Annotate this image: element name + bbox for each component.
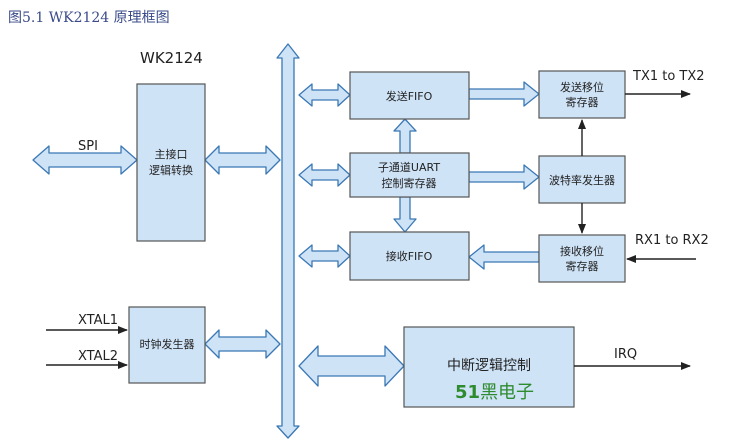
chip-title: WK2124 [140,49,203,67]
tx-fifo-label: 发送FIFO [386,89,433,103]
uart-ctrl-label-2: 控制寄存器 [382,176,437,190]
bus-ctrl-arrow [298,163,351,187]
bus-irq-arrow [298,345,405,387]
clock-block [128,306,206,384]
tx-shift-block [538,70,626,119]
tx-shift-label-1: 发送移位 [560,80,604,94]
bus-rxfifo-arrow [298,244,351,268]
rxshift-rxfifo-arrow [468,244,540,270]
baud-block [538,155,626,204]
tx-fifo-block [349,71,470,120]
clock-bus-arrow [204,329,281,359]
tx-label: TX1 to TX2 [632,69,705,84]
internal-bus-arrow [276,43,300,439]
uart-ctrl-block [349,152,470,198]
irq-label: IRQ [614,347,637,362]
ctrl-txfifo-arrow [393,118,417,154]
spi-label: SPI [78,139,98,154]
rx-shift-block [538,234,626,283]
interface-block [136,83,206,242]
rx-shift-label-1: 接收移位 [560,244,604,258]
txfifo-txshift-arrow [468,81,540,107]
ctrl-baud-arrow [468,164,540,190]
rx-label: RX1 to RX2 [635,233,709,248]
rx-fifo-block [349,231,470,281]
bus-txfifo-arrow [298,83,351,107]
tx-shift-label-2: 寄存器 [566,95,599,109]
rx-fifo-label: 接收FIFO [386,249,433,263]
rx-shift-label-2: 寄存器 [566,259,599,273]
irq-ctrl-label: 中断逻辑控制 [447,358,531,374]
uart-ctrl-label-1: 子通道UART [378,160,440,174]
interface-label-1: 主接口 [155,148,188,161]
xtal2-label: XTAL2 [78,349,118,364]
xtal1-label: XTAL1 [78,313,118,328]
clock-label: 时钟发生器 [140,337,195,351]
baud-label: 波特率发生器 [549,173,615,187]
watermark: 51黑电子 [455,382,534,403]
irq-ctrl-block [403,326,575,408]
interface-label-2: 逻辑转换 [149,163,193,177]
figure-caption: 图5.1 WK2124 原理框图 [8,10,170,26]
interface-bus-arrow [204,145,281,175]
ctrl-rxfifo-arrow [393,196,417,233]
